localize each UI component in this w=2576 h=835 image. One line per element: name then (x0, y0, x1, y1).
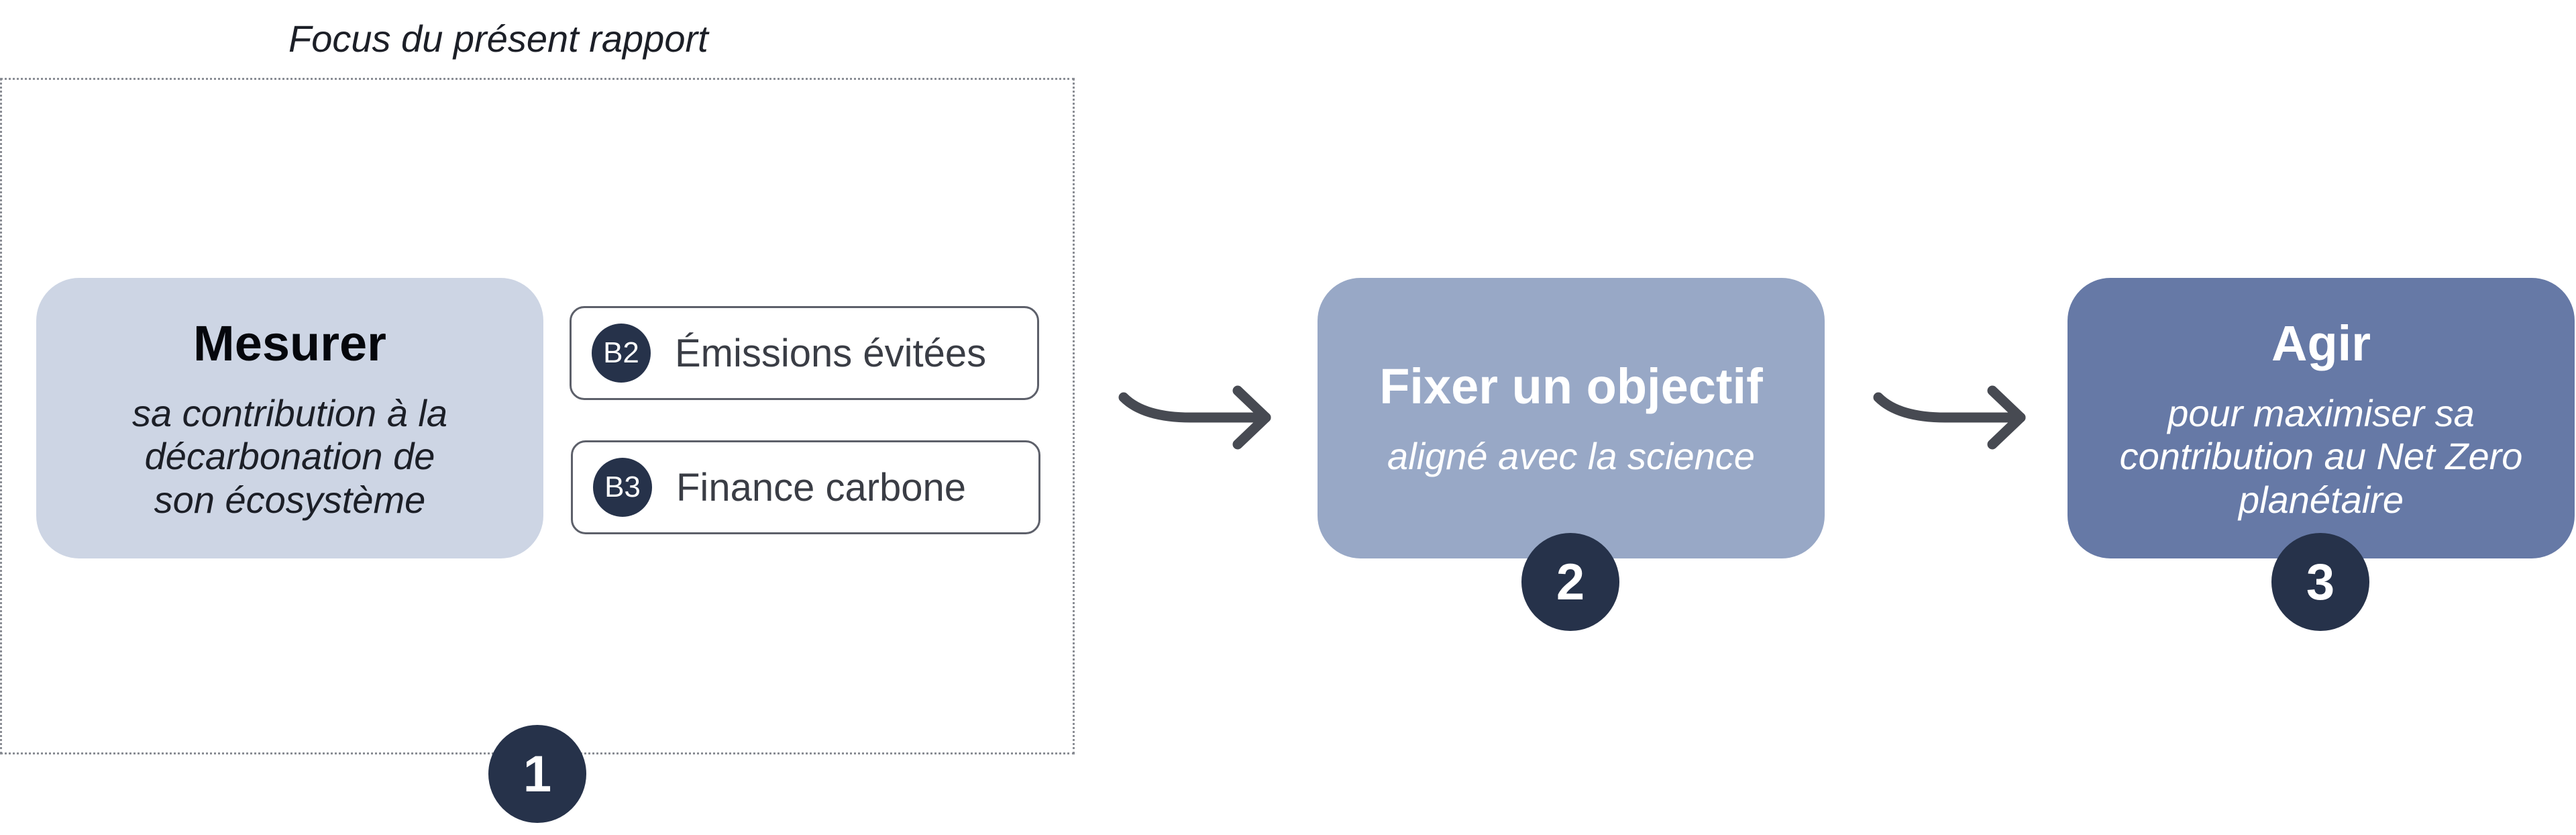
step-badge-2: 2 (1521, 533, 1619, 631)
stage-goal-card: Fixer un objectif aligné avec la science (1318, 278, 1825, 558)
stage-measure-subtitle-line: décarbonation de (144, 435, 435, 478)
measure-item-carbon-finance: B3 Finance carbone (571, 440, 1040, 534)
stage-measure-subtitle-line: son écosystème (154, 478, 426, 521)
measure-item-label: Finance carbone (676, 465, 967, 509)
stage-act-title: Agir (2271, 315, 2371, 371)
stage-measure-card: Mesurer sa contribution à la décarbonati… (36, 278, 543, 558)
stage-measure-subtitle: sa contribution à la décarbonation de so… (132, 392, 447, 522)
stage-measure-subtitle-line: sa contribution à la (131, 391, 448, 434)
focus-label: Focus du présent rapport (288, 17, 708, 60)
stage-act-subtitle-line: planétaire (2239, 478, 2404, 521)
stage-act-card: Agir pour maximiser sa contribution au N… (2068, 278, 2575, 558)
stage-measure-title: Mesurer (193, 315, 386, 371)
step-badge-3: 3 (2271, 533, 2369, 631)
step-badge-1: 1 (488, 725, 586, 823)
stage-act-subtitle-line: pour maximiser sa (2167, 391, 2475, 434)
stage-goal-subtitle-line: aligné avec la science (1387, 435, 1755, 478)
stage-goal-subtitle: aligné avec la science (1387, 435, 1755, 478)
measure-item-avoided-emissions: B2 Émissions évitées (570, 306, 1039, 400)
stage-act-subtitle: pour maximiser sa contribution au Net Ze… (2120, 392, 2523, 522)
curved-right-arrow-icon (1118, 385, 1271, 450)
stage-act-subtitle-line: contribution au Net Zero (2119, 435, 2523, 478)
curved-right-arrow-icon (1873, 385, 2026, 450)
stage-goal-title: Fixer un objectif (1379, 358, 1763, 415)
measure-item-code-badge: B3 (593, 458, 652, 517)
measure-item-code-badge: B2 (592, 324, 651, 383)
measure-item-label: Émissions évitées (675, 331, 987, 375)
